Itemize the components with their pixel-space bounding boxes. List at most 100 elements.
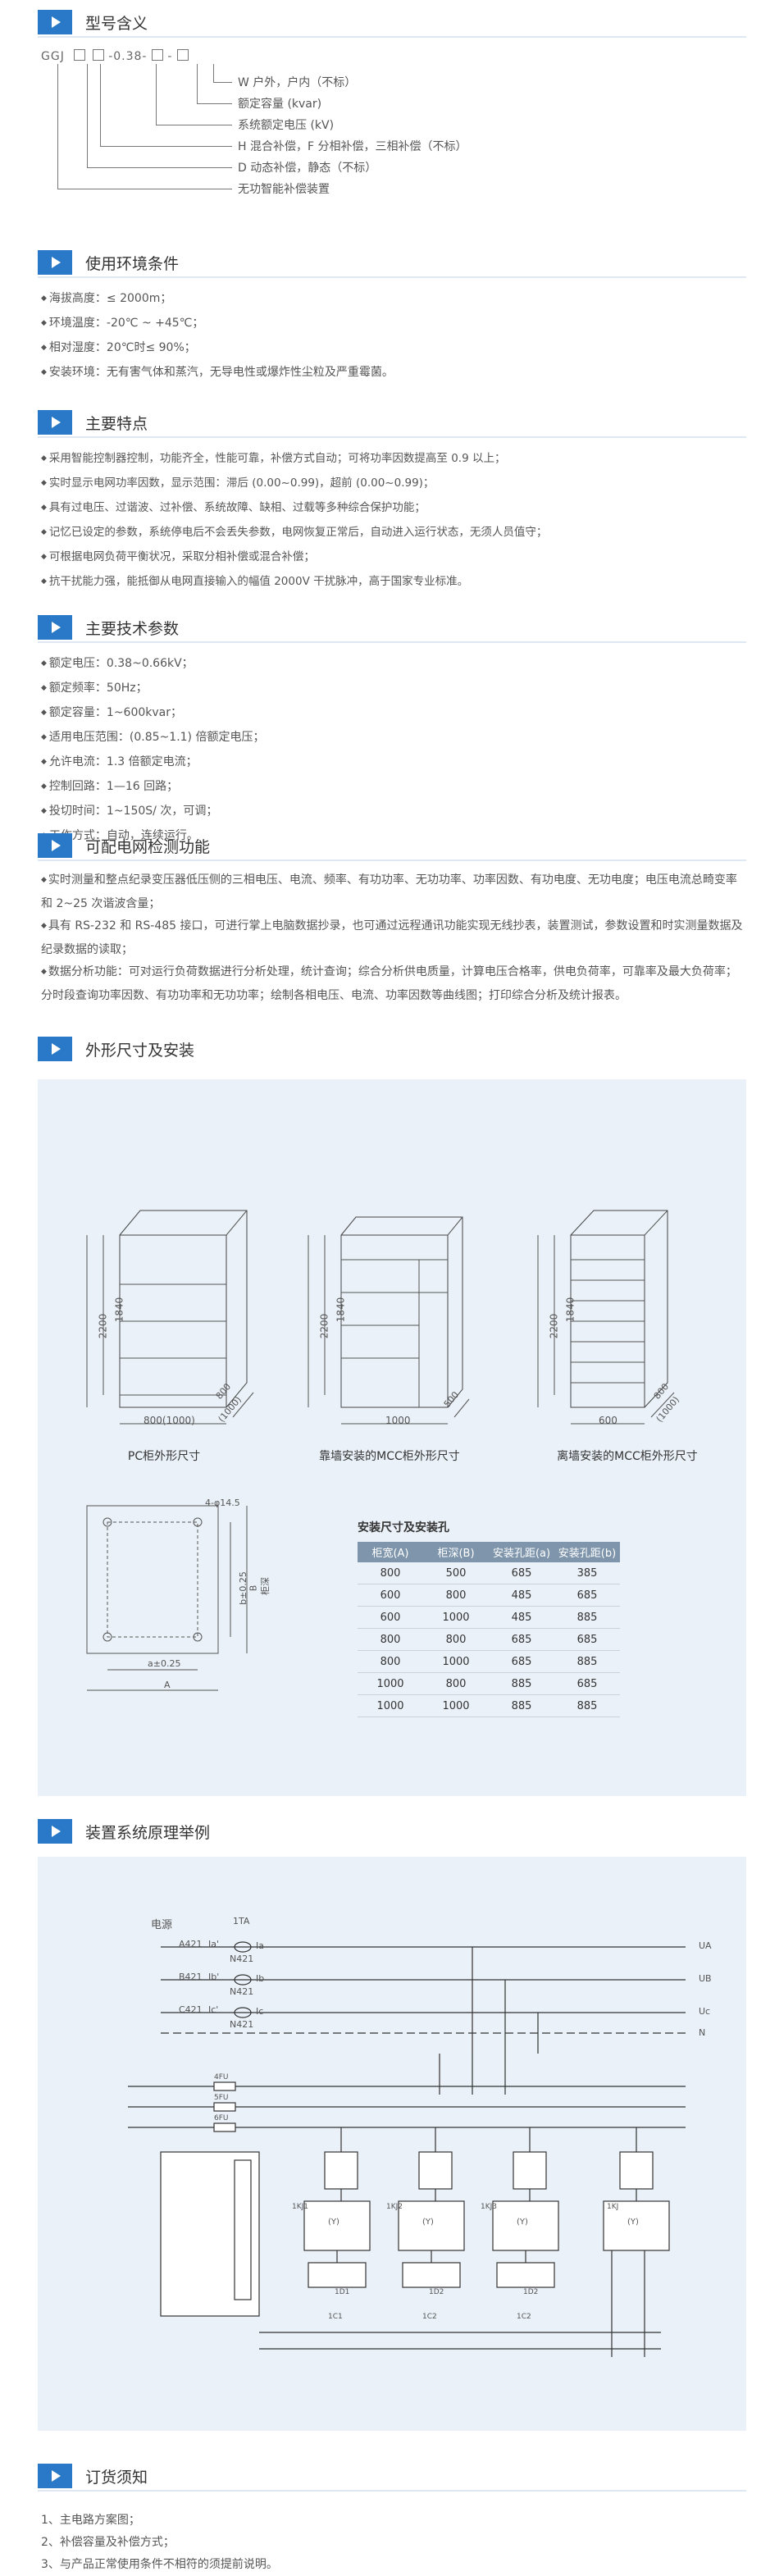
legend-text: W 户外，户内（不标） xyxy=(238,76,357,89)
table-header: 安装孔距(b) xyxy=(554,1542,620,1562)
dim-label: b±0.25 xyxy=(237,1571,248,1605)
section-divider xyxy=(38,436,746,438)
code-box xyxy=(92,49,104,61)
circuit-label: Ia xyxy=(256,1940,264,1951)
circuit-label: (Y) xyxy=(328,2218,339,2227)
circuit-label: 1C2 xyxy=(422,2313,437,2321)
circuit-label: 1C1 xyxy=(328,2313,343,2321)
features-list: 采用智能控制器控制，功能齐全，性能可靠，补偿方式自动；可将功率因数提高至 0.9… xyxy=(41,447,548,595)
cabinet-caption: PC柜外形尺寸 xyxy=(127,1450,201,1463)
legend-leader xyxy=(57,64,232,189)
cabinet-caption: 离墙安装的MCC柜外形尺寸 xyxy=(557,1450,698,1463)
section-header-principle: 装置系统原理举例 xyxy=(38,1819,210,1844)
legend-text: 无功智能补偿装置 xyxy=(238,183,330,196)
circuit-label: 1D2 xyxy=(523,2288,539,2296)
model-code: GGJ -0.38- - xyxy=(41,49,189,63)
legend-leader xyxy=(156,64,232,125)
list-item: 适用电压范围：(0.85~1.1) 倍额定电压； xyxy=(41,726,265,750)
section-header-model: 型号含义 xyxy=(38,10,148,34)
dim-label: B xyxy=(248,1584,259,1592)
env-list: 海拔高度：≤ 2000m； 环境温度：-20℃ ~ +45℃； 相对湿度：20℃… xyxy=(41,287,394,385)
circuit-label: Ic xyxy=(256,2006,264,2017)
dim-label: 2200 xyxy=(548,1313,560,1339)
circuit-label: 1KJ1 xyxy=(292,2203,309,2211)
legend-leader xyxy=(100,64,232,147)
circuit-label: (Y) xyxy=(422,2218,434,2227)
circuit-label: Ia' xyxy=(208,1939,220,1949)
section-header-monitor: 可配电网检测功能 xyxy=(38,833,210,858)
code-box xyxy=(176,49,189,61)
circuit-label: 1TA xyxy=(233,1916,250,1926)
section-divider xyxy=(38,641,746,643)
table-cell: 685 xyxy=(554,1584,620,1607)
list-item: 额定电压：0.38~0.66kV； xyxy=(41,652,264,677)
model-code-voltage: -0.38- xyxy=(108,50,148,63)
list-item: 具有过电压、过谐波、过补偿、系统故障、缺相、过载等多种综合保护功能； xyxy=(41,496,547,521)
table-cell: 885 xyxy=(489,1694,554,1717)
circuit-label: N xyxy=(699,2027,706,2038)
play-arrow-icon xyxy=(38,615,72,640)
circuit-label: UA xyxy=(699,1940,712,1951)
circuit-label: 4FU xyxy=(214,2073,229,2081)
cabinet-caption: 靠墙安装的MCC柜外形尺寸 xyxy=(319,1450,460,1463)
section-divider xyxy=(38,2490,746,2492)
circuit-label: 5FU xyxy=(214,2094,229,2102)
table-cell: 1000 xyxy=(358,1694,423,1717)
circuit-label: 1KJ xyxy=(607,2203,619,2211)
table-cell: 800 xyxy=(358,1562,423,1584)
circuit-label: (Y) xyxy=(627,2218,639,2227)
table-header-row: 柜宽(A) 柜深(B) 安装孔距(a) 安装孔距(b) xyxy=(358,1542,620,1562)
table-cell: 1000 xyxy=(423,1650,489,1673)
list-item: 安装环境：无有害气体和蒸汽，无导电性或爆炸性尘粒及严重霉菌。 xyxy=(41,361,394,385)
section-header-features: 主要特点 xyxy=(38,410,148,435)
dim-label: 2200 xyxy=(318,1313,330,1339)
table-cell: 685 xyxy=(554,1672,620,1695)
circuit-label: N421 xyxy=(230,1954,254,1964)
circuit-label: 1D1 xyxy=(335,2288,350,2296)
list-item: 采用智能控制器控制，功能齐全，性能可靠，补偿方式自动；可将功率因数提高至 0.9… xyxy=(41,447,547,472)
section-header-env: 使用环境条件 xyxy=(38,250,179,275)
legend-text: D 动态补偿，静态（不标） xyxy=(238,162,377,175)
list-item: 记忆已设定的参数，系统停电后不会丢失参数，电网恢复正常后，自动进入运行状态，无须… xyxy=(41,521,548,545)
table-cell: 885 xyxy=(554,1606,620,1629)
circuit-label: C421 xyxy=(179,2004,203,2015)
dim-label: 800(1000) xyxy=(144,1415,195,1426)
list-item: 抗干扰能力强，能抵御从电网直接输入的幅值 2000V 干扰脉冲，高于国家专业标准… xyxy=(41,570,547,595)
circuit-label: B421 xyxy=(179,1972,203,1982)
legend-leader xyxy=(213,64,232,83)
dim-label: A xyxy=(164,1680,171,1690)
legend-leader xyxy=(197,64,232,104)
play-arrow-icon xyxy=(38,410,72,435)
section-header-tech: 主要技术参数 xyxy=(38,615,179,640)
cabinet-drawings xyxy=(86,1210,675,1691)
table-cell: 600 xyxy=(358,1606,423,1629)
table-cell: 685 xyxy=(554,1628,620,1651)
table-cell: 485 xyxy=(489,1584,554,1607)
table-cell: 385 xyxy=(554,1562,620,1584)
list-item: 控制回路：1—16 回路； xyxy=(41,775,264,800)
legend-text: H 混合补偿，F 分相补偿，三相补偿（不标） xyxy=(238,140,467,153)
table-cell: 885 xyxy=(554,1694,620,1717)
legend-leader xyxy=(87,64,232,168)
play-arrow-icon xyxy=(38,2464,72,2488)
cabinet-mcc-free-drawing xyxy=(537,1210,675,1425)
section-title: 可配电网检测功能 xyxy=(85,837,211,856)
tech-list: 额定电压：0.38~0.66kV； 额定频率：50Hz； 额定容量：1~600k… xyxy=(41,652,265,849)
circuit-label: 6FU xyxy=(214,2114,229,2122)
order-list: 1、主电路方案图； 2、补偿容量及补偿方式； 3、与产品正常使用条件不相符的须提… xyxy=(41,2510,278,2576)
table-cell: 1000 xyxy=(423,1694,489,1717)
dim-label: 1840 xyxy=(564,1297,576,1323)
table-cell: 485 xyxy=(489,1606,554,1629)
list-item: 3、与产品正常使用条件不相符的须提前说明。 xyxy=(41,2558,278,2571)
section-divider xyxy=(38,859,746,861)
play-arrow-icon xyxy=(38,10,72,34)
list-item: 工作方式：自动，连续运行。 xyxy=(41,824,264,849)
dim-label: 4-φ14.5 xyxy=(205,1498,240,1508)
table-cell: 685 xyxy=(489,1650,554,1673)
section-divider xyxy=(38,276,746,278)
table-cell: 600 xyxy=(358,1584,423,1607)
